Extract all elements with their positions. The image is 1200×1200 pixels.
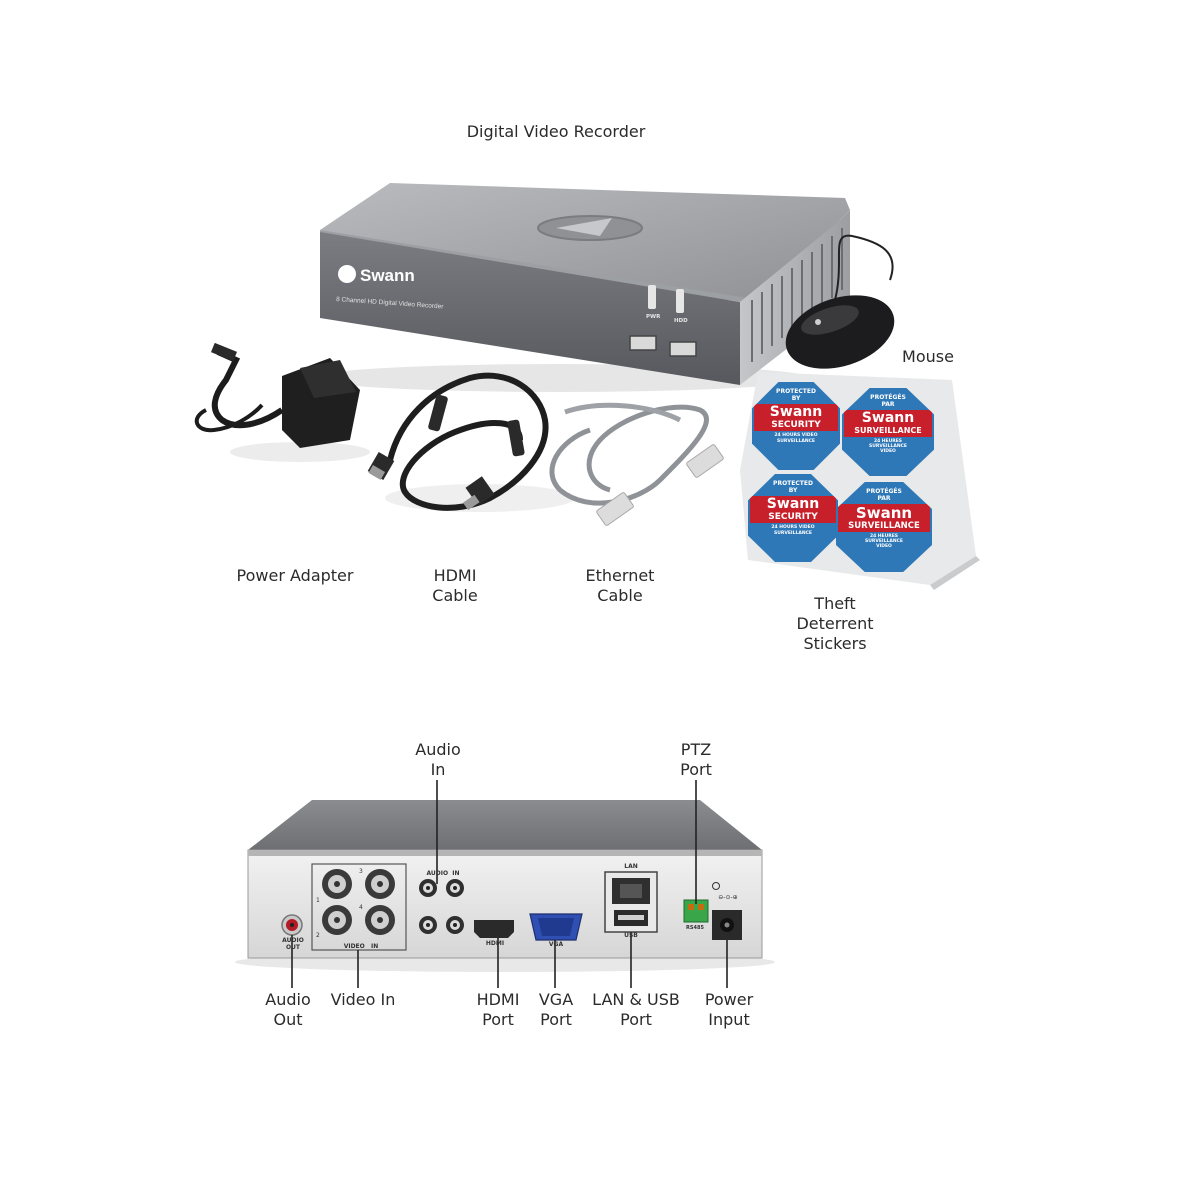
silk-usb: USB (624, 932, 638, 939)
silk-audio-in: AUDIO IN (426, 870, 460, 877)
callout-lines (291, 780, 728, 988)
silk-vga: VGA (548, 941, 564, 948)
front-usb-port-1 (629, 335, 657, 351)
pwr-led-label: PWR (646, 314, 661, 320)
hdmi-cable (367, 372, 575, 512)
label-dvr: Digital Video Recorder (466, 122, 646, 141)
bnc-connectors (322, 869, 395, 935)
silk-rs485: RS485 (686, 925, 704, 931)
audio-in-jacks (419, 879, 464, 934)
pwr-led (648, 285, 656, 309)
sticker-1-band: Swann SECURITY (754, 404, 838, 431)
mouse (785, 234, 895, 369)
silk-bnc-1: 1 (316, 897, 320, 904)
front-usb-port-2 (669, 341, 697, 357)
ethernet-cable (549, 402, 724, 526)
silk-bnc-2: 2 (316, 932, 320, 939)
label-mouse: Mouse (902, 347, 954, 366)
silk-bnc-4: 4 (359, 904, 363, 911)
silk-bnc-3: 3 (359, 868, 363, 875)
label-power-adapter: Power Adapter (236, 566, 354, 585)
hdd-led (676, 289, 684, 313)
silk-lan: LAN (624, 863, 638, 870)
silk-video-in: VIDEO IN (343, 943, 379, 950)
dvr-brand: Swann (360, 266, 415, 285)
ground-symbol-icon (712, 882, 720, 890)
swann-logo-icon (338, 265, 356, 283)
video-in-group (311, 863, 407, 951)
hdmi-port (474, 920, 514, 938)
hdd-led-label: HDD (674, 318, 688, 324)
sticker-2-band: Swann SURVEILLANCE (844, 410, 932, 437)
dvr-rear (235, 780, 775, 988)
sticker-4-band: Swann SURVEILLANCE (838, 504, 930, 532)
silk-hdmi: HDMI (485, 940, 505, 947)
dvr-unit: Swann 8 Channel HD Digital Video Recorde… (310, 183, 850, 392)
label-video-in: Video In (330, 990, 396, 1009)
silk-power-symbol: ⊖-⊙-⊕ (718, 894, 738, 901)
power-adapter (194, 342, 370, 462)
sticker-3-band: Swann SECURITY (750, 496, 836, 523)
